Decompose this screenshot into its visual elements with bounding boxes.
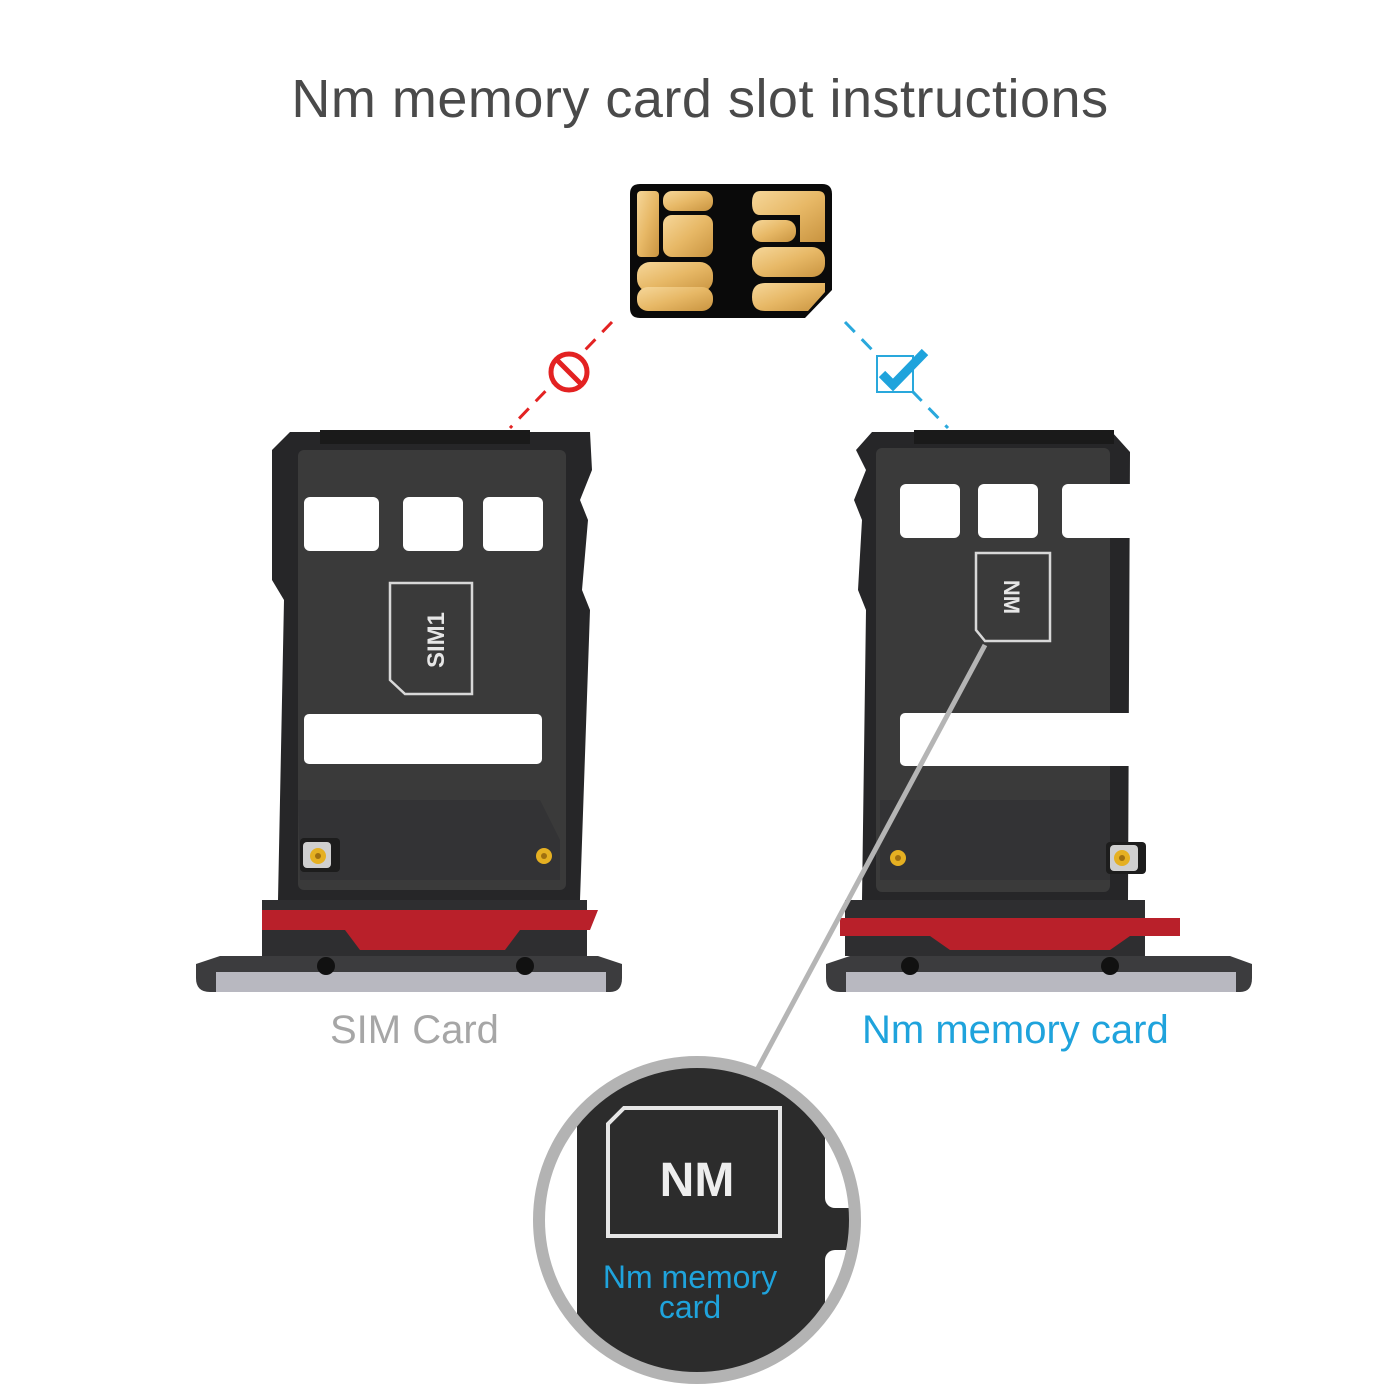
magnifier-caption-line2: card bbox=[658, 1289, 722, 1325]
sim-card-caption: SIM Card bbox=[330, 1008, 499, 1052]
prohibited-icon bbox=[548, 351, 590, 393]
nm-slot-label: NM bbox=[999, 580, 1024, 614]
magnified-nm-label: NM bbox=[660, 1154, 735, 1207]
sim1-slot-label: SIM1 bbox=[423, 612, 450, 668]
nm-card-chip bbox=[630, 184, 832, 318]
magnifier-caption: Nm memory card bbox=[560, 1259, 820, 1325]
nm-card-caption: Nm memory card bbox=[862, 1008, 1169, 1052]
magnifier-caption-line1: Nm memory bbox=[602, 1259, 778, 1295]
magnifier-circle: NM bbox=[533, 1056, 861, 1384]
magnifier-pointer bbox=[754, 643, 988, 1072]
checkbox-checked-icon bbox=[876, 348, 929, 393]
sim-tray-left: SIM1 bbox=[196, 430, 622, 992]
page-title: Nm memory card slot instructions bbox=[291, 69, 1109, 129]
nm-tray-right: NM bbox=[826, 430, 1252, 992]
